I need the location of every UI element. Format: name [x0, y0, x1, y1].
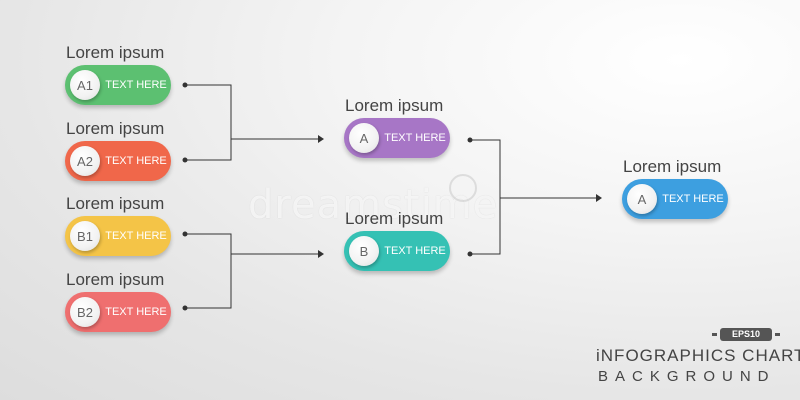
node-b1-badge: B1	[70, 221, 100, 251]
footer-subtitle: BACKGROUND	[598, 368, 776, 385]
node-a1-badge: A1	[70, 70, 100, 100]
node-b2-badge: B2	[70, 297, 100, 327]
node-a2-pill: A2 TEXT HERE	[65, 141, 171, 181]
node-a-text: TEXT HERE	[384, 132, 446, 144]
node-b2-pill: B2 TEXT HERE	[65, 292, 171, 332]
node-final-badge: A	[627, 184, 657, 214]
node-a2-text: TEXT HERE	[105, 155, 167, 167]
node-b-badge: B	[349, 236, 379, 266]
node-a-title: Lorem ipsum	[345, 96, 444, 115]
node-b-title: Lorem ipsum	[345, 209, 444, 228]
node-b1-title: Lorem ipsum	[66, 194, 165, 213]
node-b-text: TEXT HERE	[384, 245, 446, 257]
node-a1-title: Lorem ipsum	[66, 43, 165, 62]
node-final-text: TEXT HERE	[662, 193, 724, 205]
node-a2-title: Lorem ipsum	[66, 119, 165, 138]
node-final-title: Lorem ipsum	[623, 157, 722, 176]
watermark-logo-icon	[449, 174, 477, 202]
eps-left-dash	[712, 333, 717, 336]
eps-badge: EPS10	[720, 328, 772, 341]
node-b-pill: B TEXT HERE	[344, 231, 450, 271]
node-a-badge: A	[349, 123, 379, 153]
node-b1-text: TEXT HERE	[105, 230, 167, 242]
node-final-pill: A TEXT HERE	[622, 179, 728, 219]
footer-title: iNFOGRAPHICS CHART	[596, 346, 800, 365]
node-a-pill: A TEXT HERE	[344, 118, 450, 158]
node-a2-badge: A2	[70, 146, 100, 176]
eps-right-dash	[775, 333, 780, 336]
node-b2-title: Lorem ipsum	[66, 270, 165, 289]
node-a1-text: TEXT HERE	[105, 79, 167, 91]
node-b1-pill: B1 TEXT HERE	[65, 216, 171, 256]
node-a1-pill: A1 TEXT HERE	[65, 65, 171, 105]
node-b2-text: TEXT HERE	[105, 306, 167, 318]
